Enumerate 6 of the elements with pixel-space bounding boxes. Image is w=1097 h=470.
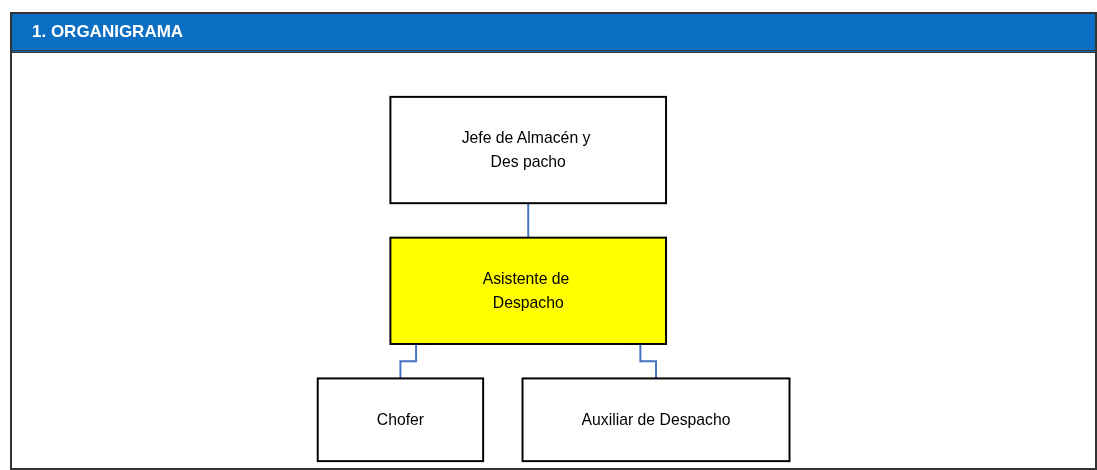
connector: [527, 202, 530, 239]
node-box: Asistente de Despacho: [389, 236, 667, 345]
node-box: Jefe de Almacén y Des pacho: [389, 95, 667, 205]
node-box: Auxiliar de Despacho: [521, 377, 791, 463]
header-title: 1. ORGANIGRAMA: [12, 14, 1095, 53]
node-box: Chofer: [316, 377, 484, 463]
